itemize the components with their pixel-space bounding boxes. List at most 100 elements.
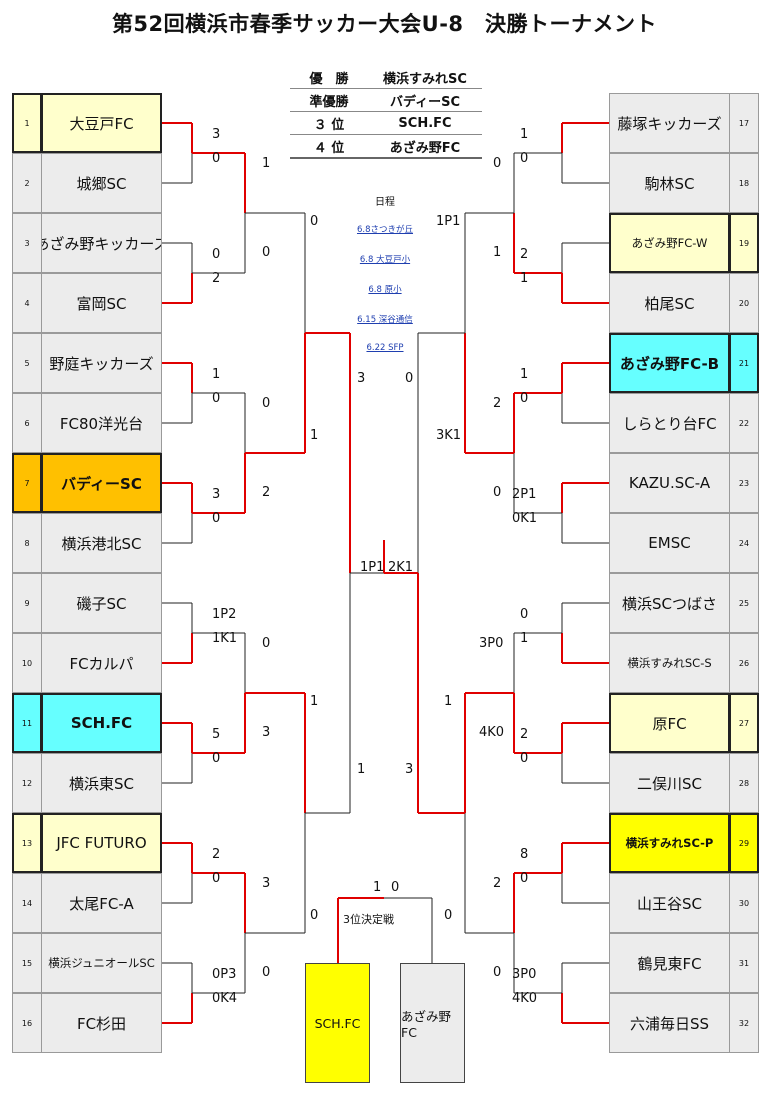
team-number: 2 xyxy=(12,153,42,213)
score-label: 1 xyxy=(444,694,453,709)
score-label: 0 xyxy=(212,751,221,766)
score-label: 3 xyxy=(405,762,414,777)
score-label: 1 xyxy=(520,631,529,646)
team-number: 16 xyxy=(12,993,42,1053)
team-name: 横浜東SC xyxy=(41,753,162,813)
team-name: 藤塚キッカーズ xyxy=(609,93,730,153)
team-number: 21 xyxy=(729,333,759,393)
score-label: 0 xyxy=(520,751,529,766)
third-place-team-right: あざみ野FC xyxy=(400,963,465,1083)
team-name: 六浦毎日SS xyxy=(609,993,730,1053)
score-label: 3 xyxy=(262,725,271,740)
team-number: 8 xyxy=(12,513,42,573)
score-label: 3 xyxy=(262,876,271,891)
result-row-1: 優 勝 横浜すみれSC xyxy=(290,66,482,89)
schedule-link[interactable]: 6.8さつきが丘 xyxy=(356,225,414,235)
team-name: 柏尾SC xyxy=(609,273,730,333)
result-team: バディーSC xyxy=(390,94,460,110)
score-label: 2K1 xyxy=(388,560,414,575)
team-name: 二俣川SC xyxy=(609,753,730,813)
team-name: 横浜すみれSC-P xyxy=(609,813,730,873)
result-team: 横浜すみれSC xyxy=(383,71,467,87)
third-place-label: 3位決定戦 xyxy=(343,913,394,926)
score-label: 3 xyxy=(357,371,366,386)
score-label: 0 xyxy=(310,214,319,229)
team-number: 23 xyxy=(729,453,759,513)
score-label: 0 xyxy=(212,871,221,886)
score-label: 1 xyxy=(357,762,366,777)
result-row-4: ４ 位あざみ野FC xyxy=(290,135,482,159)
team-number: 28 xyxy=(729,753,759,813)
team-name: 原FC xyxy=(609,693,730,753)
team-number: 12 xyxy=(12,753,42,813)
score-label: 4K0 xyxy=(479,725,505,740)
team-name: 富岡SC xyxy=(41,273,162,333)
team-number: 6 xyxy=(12,393,42,453)
team-number: 3 xyxy=(12,213,42,273)
schedule-link[interactable]: 6.8 原小 xyxy=(368,285,402,295)
score-label: 3P0 xyxy=(479,636,504,651)
score-label: 1P2 xyxy=(212,607,237,622)
score-label: 4K0 xyxy=(512,991,538,1006)
score-label: 1 xyxy=(373,880,382,895)
team-number: 26 xyxy=(729,633,759,693)
score-label: 0 xyxy=(262,636,271,651)
score-label: 3 xyxy=(212,127,221,142)
team-number: 9 xyxy=(12,573,42,633)
score-label: 2 xyxy=(212,271,221,286)
score-label: 2P1 xyxy=(512,487,537,502)
score-label: 0 xyxy=(520,391,529,406)
score-label: 3K1 xyxy=(436,428,462,443)
score-label: 0K4 xyxy=(212,991,238,1006)
score-label: 0 xyxy=(405,371,414,386)
team-name: FC杉田 xyxy=(41,993,162,1053)
score-label: 0 xyxy=(520,151,529,166)
team-number: 17 xyxy=(729,93,759,153)
score-label: 0 xyxy=(520,607,529,622)
team-name: FCカルパ xyxy=(41,633,162,693)
team-number: 11 xyxy=(12,693,42,753)
team-name: 横浜ジュニオールSC xyxy=(41,933,162,993)
result-position: ３ 位 xyxy=(313,117,345,133)
schedule-link[interactable]: 6.15 深谷通信 xyxy=(357,315,413,325)
score-label: 0 xyxy=(262,965,271,980)
score-label: 0P3 xyxy=(212,967,237,982)
score-label: 0 xyxy=(493,156,502,171)
team-number: 22 xyxy=(729,393,759,453)
team-number: 32 xyxy=(729,993,759,1053)
result-position: 優 勝 xyxy=(309,71,349,87)
score-label: 1 xyxy=(212,367,221,382)
team-number: 1 xyxy=(12,93,42,153)
third-place-team-left: SCH.FC xyxy=(305,963,370,1083)
team-number: 7 xyxy=(12,453,42,513)
team-number: 13 xyxy=(12,813,42,873)
score-label: 1 xyxy=(520,127,529,142)
schedule-link[interactable]: 6.8 大豆戸小 xyxy=(359,255,411,265)
result-position: ４ 位 xyxy=(313,140,345,156)
team-number: 18 xyxy=(729,153,759,213)
team-name: 鶴見東FC xyxy=(609,933,730,993)
team-name: あざみ野FC-W xyxy=(609,213,730,273)
team-number: 15 xyxy=(12,933,42,993)
score-label: 2 xyxy=(493,396,502,411)
score-label: 1 xyxy=(310,694,319,709)
score-label: 1P1 xyxy=(360,560,385,575)
schedule-link[interactable]: 6.22 SFP xyxy=(366,343,404,353)
team-name: JFC FUTURO xyxy=(41,813,162,873)
score-label: 8 xyxy=(520,847,529,862)
schedule-title: 日程 xyxy=(375,197,395,208)
team-name: 野庭キッカーズ xyxy=(41,333,162,393)
score-label: 0 xyxy=(520,871,529,886)
team-name: 駒林SC xyxy=(609,153,730,213)
score-label: 1P1 xyxy=(436,214,461,229)
score-label: 1 xyxy=(310,428,319,443)
score-label: 1 xyxy=(520,271,529,286)
page-title: 第52回横浜市春季サッカー大会U-8 決勝トーナメント xyxy=(111,12,658,36)
team-name: あざみ野キッカーズ xyxy=(41,213,162,273)
team-name: 磯子SC xyxy=(41,573,162,633)
score-label: 2 xyxy=(262,485,271,500)
score-label: 3 xyxy=(212,487,221,502)
team-name: 城郷SC xyxy=(41,153,162,213)
